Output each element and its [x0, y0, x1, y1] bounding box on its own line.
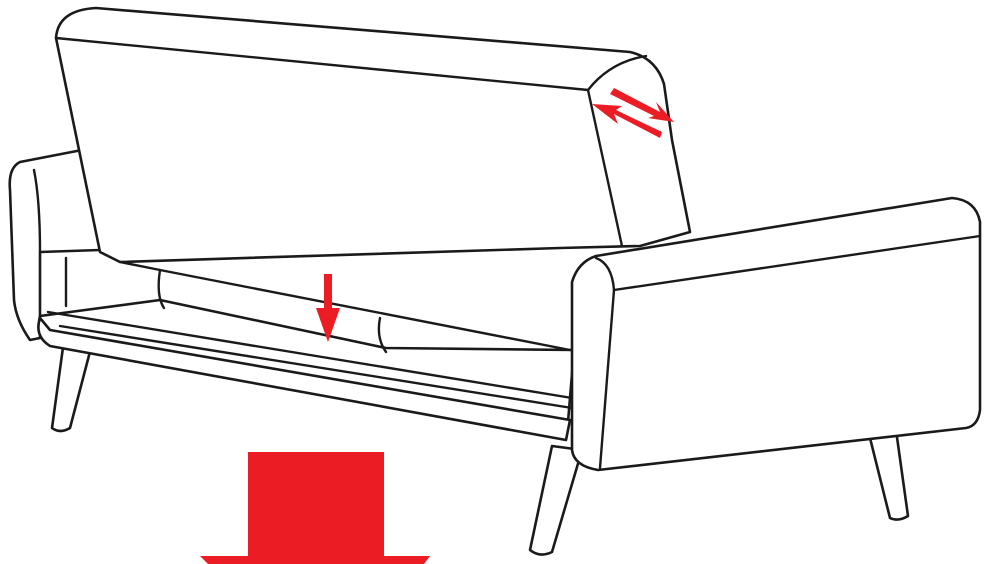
right-armrest	[570, 196, 982, 472]
leg-front-left	[50, 338, 94, 433]
down-arrow-icon	[316, 274, 340, 342]
leg-back-right	[866, 428, 910, 521]
left-armrest	[8, 148, 102, 342]
big-down-arrow-icon	[200, 452, 430, 564]
backrest	[54, 6, 692, 264]
front-rail	[37, 316, 572, 442]
leg-front-right	[528, 444, 584, 556]
double-arrow-icon	[592, 88, 674, 138]
